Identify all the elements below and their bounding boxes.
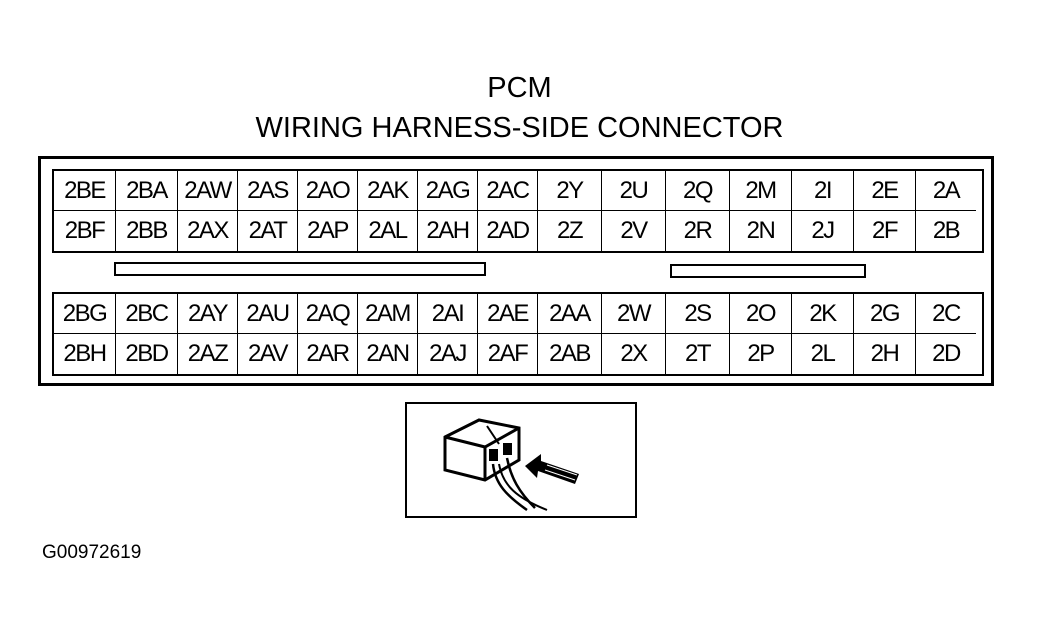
terminal-2e: 2E (854, 171, 916, 211)
terminal-2aw: 2AW (178, 171, 238, 211)
terminal-2bf: 2BF (54, 211, 116, 251)
diagram-subtitle: WIRING HARNESS-SIDE CONNECTOR (255, 112, 784, 144)
terminal-2ak: 2AK (358, 171, 418, 211)
terminal-2g: 2G (854, 294, 916, 334)
terminal-2ap: 2AP (298, 211, 358, 251)
terminal-2z: 2Z (538, 211, 602, 251)
terminal-2i: 2I (792, 171, 854, 211)
terminal-2aa: 2AA (538, 294, 602, 334)
terminal-2ah: 2AH (418, 211, 478, 251)
terminal-2au: 2AU (238, 294, 298, 334)
connector-key-left (114, 262, 486, 276)
terminal-2be: 2BE (54, 171, 116, 211)
terminal-2bg: 2BG (54, 294, 116, 334)
terminal-2f: 2F (854, 211, 916, 251)
terminal-2v: 2V (602, 211, 666, 251)
terminal-2at: 2AT (238, 211, 298, 251)
terminal-2bb: 2BB (116, 211, 178, 251)
connector-inset (405, 402, 637, 518)
terminal-2ao: 2AO (298, 171, 358, 211)
terminal-2az: 2AZ (178, 334, 238, 374)
terminal-2aq: 2AQ (298, 294, 358, 334)
terminal-2bh: 2BH (54, 334, 116, 374)
terminal-2d: 2D (932, 340, 961, 367)
terminal-2k: 2K (792, 294, 854, 334)
terminal-2h: 2H (854, 334, 916, 374)
terminal-2ab: 2AB (538, 334, 602, 374)
terminal-2aj: 2AJ (418, 334, 478, 374)
connector-probe-icon (443, 418, 579, 512)
terminal-2ay: 2AY (178, 294, 238, 334)
terminal-2p: 2P (730, 334, 792, 374)
connector-housing (38, 156, 994, 386)
terminal-2y: 2Y (538, 171, 602, 211)
terminal-2q: 2Q (666, 171, 730, 211)
terminal-2ad: 2AD (478, 211, 538, 251)
diagram-title: PCM (487, 72, 552, 104)
terminal-2ai: 2AI (418, 294, 478, 334)
terminal-2ba: 2BA (116, 171, 178, 211)
terminal-2x: 2X (602, 334, 666, 374)
terminal-2r: 2R (666, 211, 730, 251)
terminal-2an: 2AN (358, 334, 418, 374)
terminal-2s: 2S (666, 294, 730, 334)
terminal-2t: 2T (666, 334, 730, 374)
terminal-2l: 2L (792, 334, 854, 374)
terminal-2ae: 2AE (478, 294, 538, 334)
terminal-2ax: 2AX (178, 211, 238, 251)
terminal-2al: 2AL (358, 211, 418, 251)
terminal-2bc: 2BC (116, 294, 178, 334)
terminal-2ac: 2AC (478, 171, 538, 211)
terminal-2a: 2A (916, 171, 976, 211)
terminal-2j: 2J (792, 211, 854, 251)
terminal-2w: 2W (602, 294, 666, 334)
terminal-2ag: 2AG (418, 171, 478, 211)
terminal-2av: 2AV (238, 334, 298, 374)
terminal-2bd: 2BD (116, 334, 178, 374)
terminal-2c: 2C (916, 294, 976, 334)
terminal-2af: 2AF (478, 334, 538, 374)
connector-key-right (670, 264, 866, 278)
terminal-2as: 2AS (238, 171, 298, 211)
terminal-2o: 2O (730, 294, 792, 334)
terminal-2u: 2U (602, 171, 666, 211)
terminal-2am: 2AM (358, 294, 418, 334)
terminal-2m: 2M (730, 171, 792, 211)
figure-id: G00972619 (42, 542, 142, 563)
terminal-2b: 2B (932, 217, 961, 244)
terminal-2n: 2N (730, 211, 792, 251)
terminal-2ar: 2AR (298, 334, 358, 374)
